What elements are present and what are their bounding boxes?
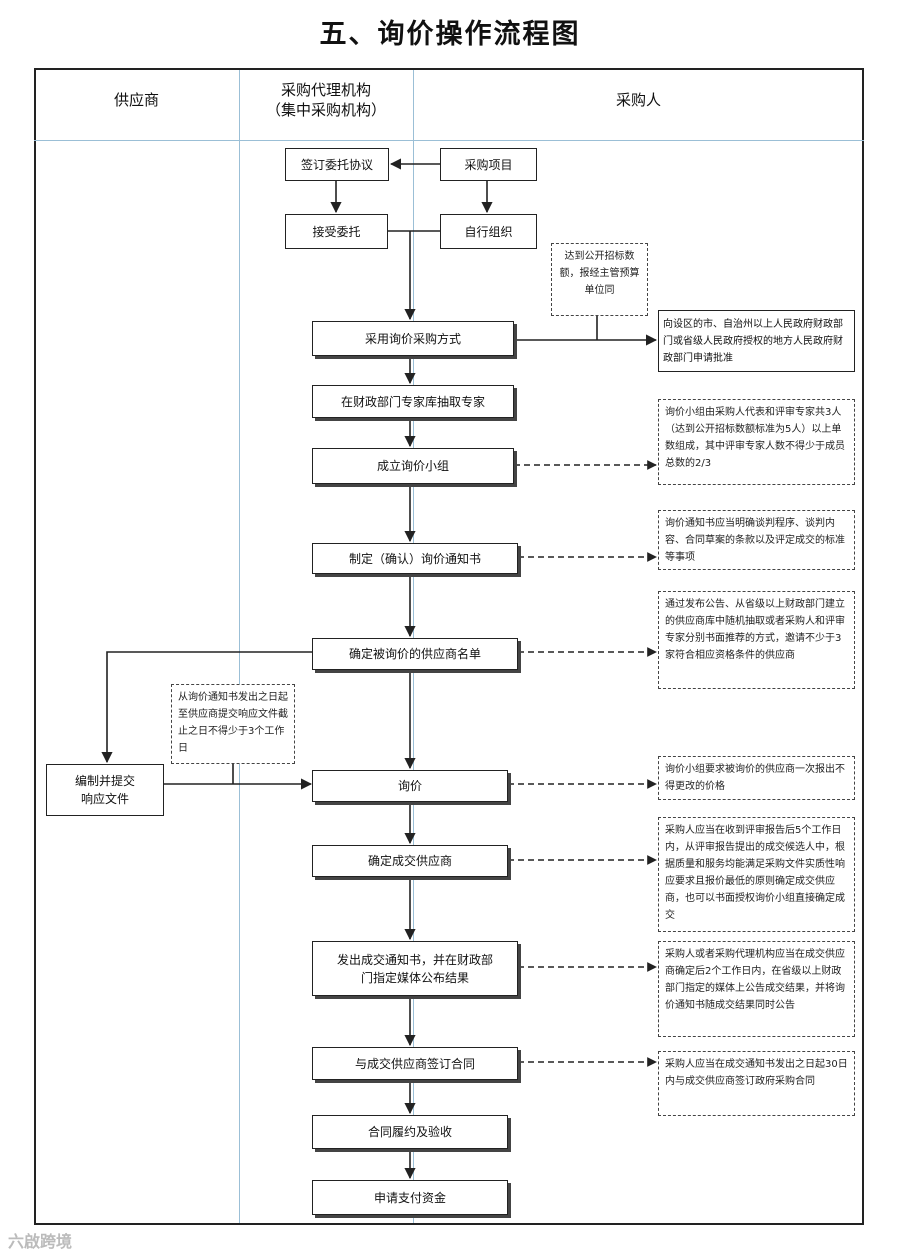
supplier-list-box: 确定被询价的供应商名单 [312,638,518,670]
notice-box: 制定（确认）询价通知书 [312,543,518,574]
draw-experts-box: 在财政部门专家库抽取专家 [312,385,514,418]
sign-agreement-box: 签订委托协议 [285,148,389,181]
perform-contract-box: 合同履约及验收 [312,1115,508,1149]
issue-notice-line1: 发出成交通知书，并在财政部 [336,952,493,967]
determine-supplier-box: 确定成交供应商 [312,845,508,877]
announce-rule-note: 采购人或者采购代理机构应当在成交供应商确定后2个工作日内，在省级以上财政部门指定… [658,941,855,1037]
issue-notice-box: 发出成交通知书，并在财政部 门指定媒体公布结果 [312,941,518,996]
lane-header-agency-line2: （集中采购机构） [265,101,386,119]
sign-contract-box: 与成交供应商签订合同 [312,1047,518,1080]
response-period-note: 从询价通知书发出之日起至供应商提交响应文件截止之日不得少于3个工作日 [171,684,295,764]
accept-commission-box: 接受委托 [285,214,388,249]
page-title: 五、询价操作流程图 [319,19,581,50]
threshold-note: 达到公开招标数额，报经主管预算单位同 [551,243,648,316]
lane-header-agency: 采购代理机构 （集中采购机构） [239,80,413,120]
prepare-response-box: 编制并提交 响应文件 [46,764,164,816]
notice-content-note: 询价通知书应当明确谈判程序、谈判内容、合同草案的条款以及评定成交的标准等事项 [658,510,855,570]
supplier-selection-note: 通过发布公告、从省级以上财政部门建立的供应商库中随机抽取或者采购人和评审专家分别… [658,591,855,689]
group-composition-note: 询价小组由采购人代表和评审专家共3人（达到公开招标数额标准为5人）以上单数组成，… [658,399,855,485]
issue-notice-line2: 门指定媒体公布结果 [360,970,469,985]
use-inquiry-box: 采用询价采购方式 [312,321,514,356]
prepare-response-line1: 编制并提交 [74,774,135,788]
arrow-to-prepare-response [101,651,312,764]
self-organize-box: 自行组织 [440,214,537,249]
lane-header-agency-line1: 采购代理机构 [280,81,371,99]
lane-divider-supplier-agency [239,70,240,1223]
one-quote-note: 询价小组要求被询价的供应商一次报出不得更改的价格 [658,756,855,800]
apply-payment-box: 申请支付资金 [312,1180,508,1215]
form-group-box: 成立询价小组 [312,448,514,484]
inquiry-box: 询价 [312,770,508,802]
determine-rule-note: 采购人应当在收到评审报告后5个工作日内，从评审报告提出的成交候选人中，根据质量和… [658,817,855,932]
lane-header-purchaser: 采购人 [615,91,661,109]
flowchart-frame [34,68,864,1225]
header-divider [34,140,864,141]
lane-header-supplier: 供应商 [113,91,159,109]
project-box: 采购项目 [440,148,537,181]
watermark-logo: 六啟跨境 [8,1232,73,1251]
prepare-response-line2: 响应文件 [80,792,129,806]
approval-box: 向设区的市、自治州以上人民政府财政部门或省级人民政府授权的地方人民政府财政部门申… [658,310,855,372]
contract-rule-note: 采购人应当在成交通知书发出之日起30日内与成交供应商签订政府采购合同 [658,1051,855,1116]
